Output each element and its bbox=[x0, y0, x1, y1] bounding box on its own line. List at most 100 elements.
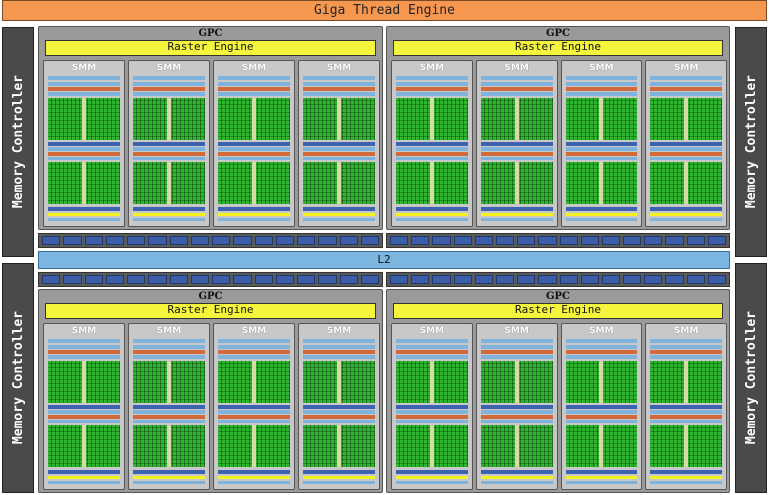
cuda-core-array bbox=[133, 425, 205, 467]
instruction-buffer bbox=[48, 345, 120, 349]
memory-cell bbox=[580, 275, 599, 284]
raster-engine: Raster Engine bbox=[393, 303, 723, 319]
dispatch-unit bbox=[48, 420, 120, 423]
instruction-buffer bbox=[48, 82, 120, 86]
memory-cell bbox=[127, 275, 146, 284]
smm-label: SMM bbox=[71, 326, 97, 336]
memory-controller-bottom-left: Memory Controller bbox=[2, 263, 34, 493]
texture-unit bbox=[650, 207, 722, 211]
dispatch-unit bbox=[650, 92, 722, 96]
shared-memory bbox=[48, 213, 120, 216]
cuda-core-array bbox=[650, 425, 722, 467]
instruction-buffer bbox=[480, 82, 553, 86]
dispatch-unit bbox=[133, 355, 205, 359]
memory-cell bbox=[686, 275, 705, 284]
dispatch-unit bbox=[218, 355, 290, 359]
dispatch-unit bbox=[48, 92, 120, 96]
shared-memory bbox=[565, 213, 638, 216]
memory-cell bbox=[495, 236, 515, 245]
memory-strip-bottom-right bbox=[386, 272, 730, 287]
warp-scheduler bbox=[218, 87, 290, 91]
memory-cell bbox=[105, 275, 124, 284]
instruction-cache bbox=[480, 339, 553, 343]
texture-unit bbox=[565, 207, 638, 211]
texture-unit bbox=[396, 207, 468, 211]
cuda-core-array bbox=[303, 425, 375, 467]
memory-cell bbox=[148, 275, 167, 284]
instruction-buffer bbox=[480, 410, 553, 414]
smm-block: SMM bbox=[43, 60, 125, 227]
smm-label: SMM bbox=[589, 63, 614, 73]
memory-cell bbox=[190, 275, 209, 284]
memory-cell bbox=[623, 236, 642, 245]
register-file bbox=[396, 142, 468, 146]
memory-cell bbox=[517, 275, 536, 284]
dispatch-unit bbox=[480, 355, 553, 359]
shared-memory bbox=[565, 476, 638, 479]
smm-label: SMM bbox=[156, 326, 182, 336]
instruction-buffer bbox=[650, 147, 722, 151]
instruction-buffer bbox=[565, 410, 638, 414]
cuda-core-array bbox=[218, 361, 290, 403]
instruction-buffer bbox=[565, 345, 638, 349]
texture-unit bbox=[133, 470, 205, 474]
memory-cell bbox=[538, 236, 557, 245]
dispatch-unit bbox=[565, 420, 638, 423]
dispatch-unit bbox=[133, 92, 205, 96]
warp-scheduler bbox=[48, 350, 120, 354]
memory-cell bbox=[665, 275, 684, 284]
cuda-core-array bbox=[480, 98, 553, 140]
l1-cache bbox=[133, 481, 205, 484]
smm-block: SMM bbox=[391, 323, 473, 490]
smm-block: SMM bbox=[298, 60, 380, 227]
warp-scheduler bbox=[48, 87, 120, 91]
memory-cell bbox=[63, 275, 82, 284]
l1-cache bbox=[565, 218, 638, 221]
dispatch-unit bbox=[218, 420, 290, 423]
shared-memory bbox=[48, 476, 120, 479]
dispatch-unit bbox=[565, 157, 638, 160]
shared-memory bbox=[133, 213, 205, 216]
memory-cell bbox=[233, 236, 252, 245]
dispatch-unit bbox=[480, 420, 553, 423]
smm-label: SMM bbox=[673, 63, 699, 73]
cuda-core-array bbox=[650, 98, 722, 140]
shared-memory bbox=[480, 476, 553, 479]
instruction-buffer bbox=[133, 410, 205, 414]
instruction-buffer bbox=[303, 345, 375, 349]
instruction-cache bbox=[133, 76, 205, 80]
texture-unit bbox=[48, 207, 120, 211]
memory-cell bbox=[84, 236, 103, 245]
shared-memory bbox=[650, 476, 722, 479]
l1-cache bbox=[133, 218, 205, 221]
smm-block: SMM bbox=[298, 323, 380, 490]
memory-cell bbox=[601, 275, 621, 284]
cuda-core-array bbox=[133, 361, 205, 403]
smm-label: SMM bbox=[241, 326, 267, 336]
l1-cache bbox=[396, 481, 468, 484]
texture-unit bbox=[565, 470, 638, 474]
warp-scheduler bbox=[396, 152, 468, 156]
dispatch-unit bbox=[396, 355, 468, 359]
shared-memory bbox=[218, 213, 290, 216]
dispatch-unit bbox=[650, 355, 722, 359]
instruction-buffer bbox=[303, 147, 375, 151]
warp-scheduler bbox=[650, 87, 722, 91]
instruction-cache bbox=[650, 339, 722, 343]
memory-cell bbox=[474, 275, 493, 284]
raster-engine: Raster Engine bbox=[393, 40, 723, 56]
memory-cell bbox=[411, 275, 430, 284]
texture-unit bbox=[480, 470, 553, 474]
cuda-core-array bbox=[565, 98, 638, 140]
gpc-label: GPC bbox=[198, 28, 223, 39]
instruction-buffer bbox=[480, 147, 553, 151]
l1-cache bbox=[303, 218, 375, 221]
smm-label: SMM bbox=[419, 326, 445, 336]
cuda-core-array bbox=[480, 162, 553, 204]
gpc-label: GPC bbox=[545, 28, 571, 39]
warp-scheduler bbox=[133, 87, 205, 91]
smm-label: SMM bbox=[504, 63, 529, 73]
l1-cache bbox=[303, 481, 375, 484]
cuda-core-array bbox=[565, 162, 638, 204]
